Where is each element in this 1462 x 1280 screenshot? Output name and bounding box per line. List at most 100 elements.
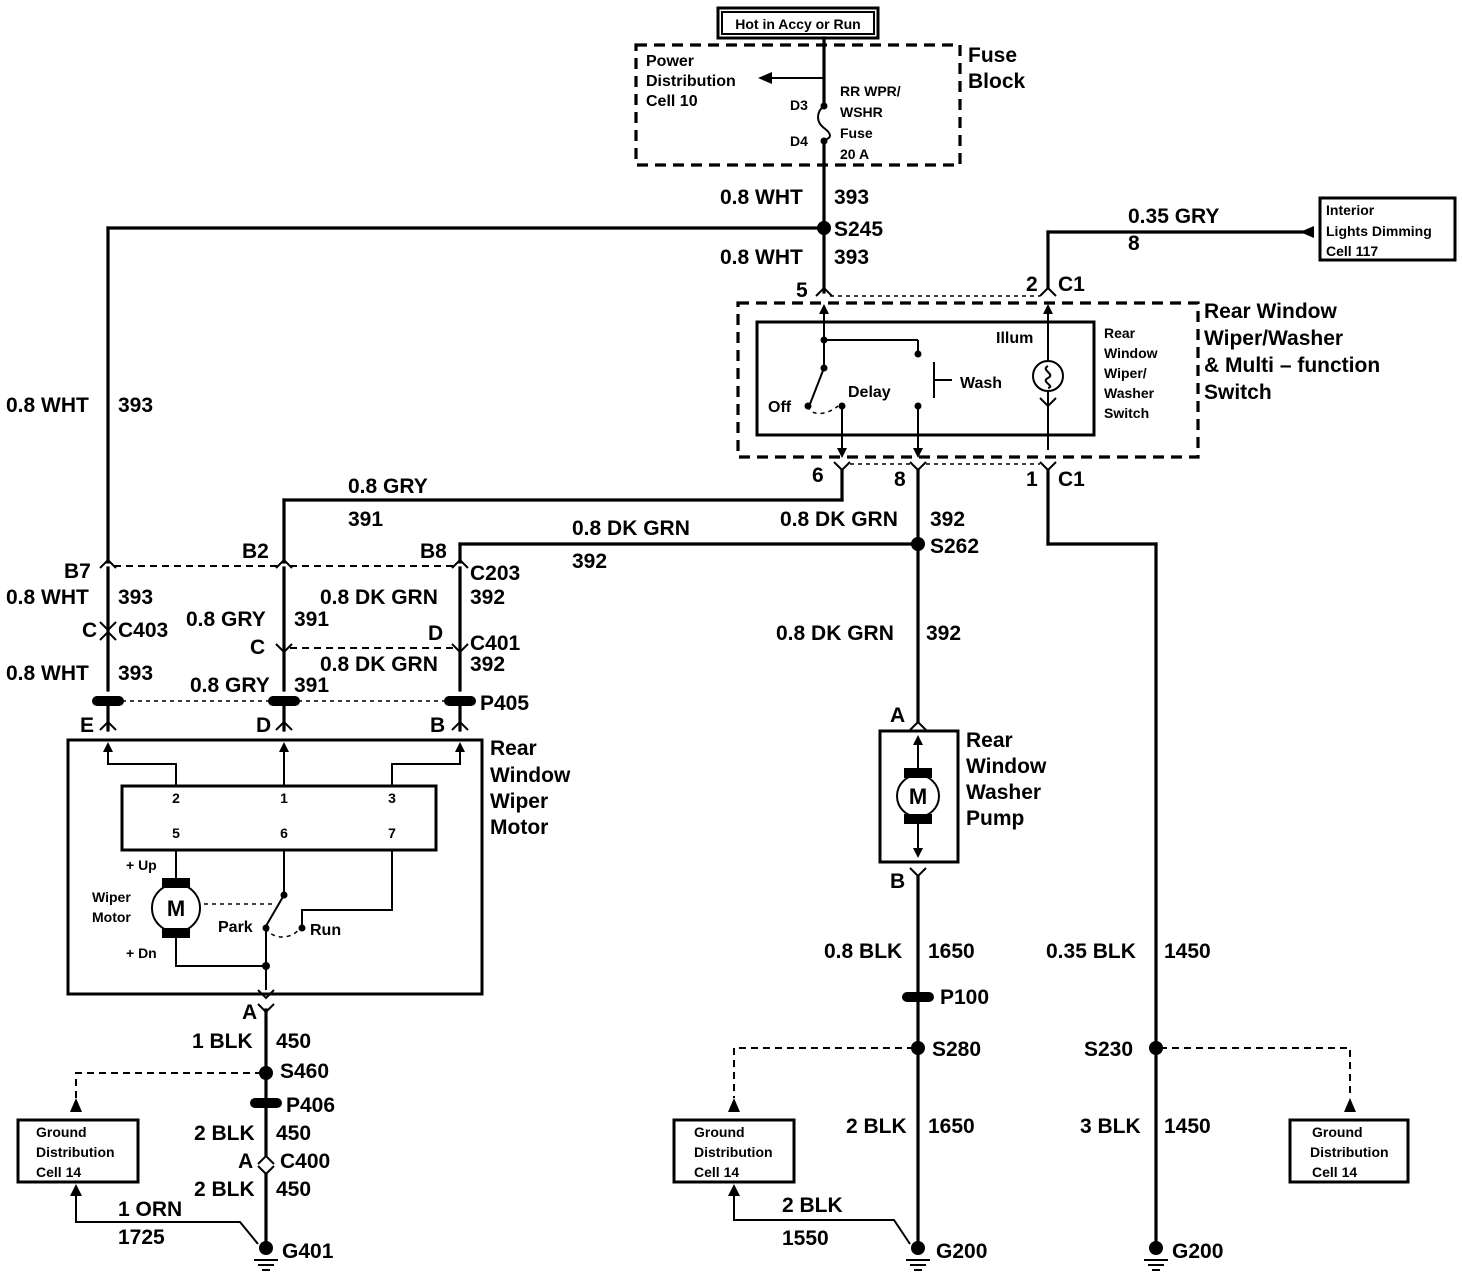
conn-c401-pin-d: D xyxy=(428,622,443,645)
wiper-motor-title-2: Window xyxy=(490,764,571,787)
pump-title-1: Rear xyxy=(966,729,1013,752)
wire-393-label-3: 393 xyxy=(118,394,153,417)
arrow-left-icon xyxy=(758,72,772,84)
wiper-conn-pin-a: A xyxy=(242,1001,257,1024)
ground-g200-right-icon xyxy=(1144,1241,1168,1271)
wiper-motor-assembly: Rear Window Wiper Motor 2 1 3 5 6 7 + Up… xyxy=(66,737,571,1000)
conn-c400: C400 xyxy=(280,1150,330,1173)
splice-s262: S262 xyxy=(930,535,979,558)
wire-blk2-label-4: 2 BLK xyxy=(782,1194,843,1217)
wire-1650-label-2: 1650 xyxy=(928,1115,975,1138)
splice-s230-dot xyxy=(1149,1041,1163,1055)
splice-s230: S230 xyxy=(1084,1038,1133,1061)
wiper-internal-pin-3: 3 xyxy=(388,790,396,806)
splice-s280-dot xyxy=(911,1041,925,1055)
conn-p100: P100 xyxy=(940,986,989,1009)
wiper-motor-label-2: Motor xyxy=(92,909,131,925)
conn-c403: C403 xyxy=(118,619,168,642)
switch-pin-8: 8 xyxy=(894,468,906,491)
fuse-name-3: Fuse xyxy=(840,125,873,141)
ground-g200-right: G200 xyxy=(1172,1240,1223,1263)
power-dist-3: Cell 10 xyxy=(646,93,698,110)
splice-s460: S460 xyxy=(280,1060,329,1083)
conn-p405-pin-d: D xyxy=(256,714,271,737)
wire-blk2-label-3: 2 BLK xyxy=(846,1115,907,1138)
ground-dist-center-3: Cell 14 xyxy=(694,1164,739,1180)
switch-inner-3: Wiper/ xyxy=(1104,365,1147,381)
conn-p405-pin-b: B xyxy=(430,714,445,737)
wire-1650-label-1: 1650 xyxy=(928,940,975,963)
wire-orn-label: 1 ORN xyxy=(118,1198,182,1221)
wire-1450-label-1: 1450 xyxy=(1164,940,1211,963)
wiper-motor-title-1: Rear xyxy=(490,737,537,760)
wire-blk08-label: 0.8 BLK xyxy=(824,940,902,963)
pump-motor-m: M xyxy=(909,784,927,809)
conn-b2: B2 xyxy=(242,540,269,563)
wire-391-label-3: 391 xyxy=(294,674,329,697)
fuse-icon xyxy=(817,105,831,141)
arrow-up-icon xyxy=(70,1098,82,1112)
wire-450-label-2: 450 xyxy=(276,1122,311,1145)
lamp-icon xyxy=(1032,360,1064,392)
switch-pin-5: 5 xyxy=(796,279,808,302)
wire-8-label: 8 xyxy=(1128,232,1140,255)
switch-title-2: Wiper/Washer xyxy=(1204,327,1343,350)
ground-g200-center-icon xyxy=(906,1241,930,1271)
source-label: Hot in Accy or Run xyxy=(735,16,861,32)
switch-title-4: Switch xyxy=(1204,381,1272,404)
wire-wht-label-4: 0.8 WHT xyxy=(6,586,89,609)
washer-pump-assembly: M Rear Window Washer Pump xyxy=(878,729,1047,864)
ground-dist-right-1: Ground xyxy=(1312,1124,1363,1140)
wire-gry08-label-1: 0.8 GRY xyxy=(348,475,428,498)
conn-c400-pin-a: A xyxy=(238,1150,253,1173)
wire-1725-label: 1725 xyxy=(118,1226,165,1249)
wire-wht-label-5: 0.8 WHT xyxy=(6,662,89,685)
arrow-up-icon xyxy=(1344,1098,1356,1112)
ground-dist-box-left: Ground Distribution Cell 14 xyxy=(16,1118,140,1184)
switch-illum-label: Illum xyxy=(996,330,1033,347)
switch-conn-c1-top: C1 xyxy=(1058,273,1085,296)
interior-lights-2: Lights Dimming xyxy=(1326,223,1432,239)
wire-393-label-5: 393 xyxy=(118,662,153,685)
wire-wht-label-3: 0.8 WHT xyxy=(6,394,89,417)
ground-dist-right-3: Cell 14 xyxy=(1312,1164,1357,1180)
wire-wht-label-1: 0.8 WHT xyxy=(720,186,803,209)
wiper-up-label: + Up xyxy=(126,857,157,873)
wire-gry08-label-2: 0.8 GRY xyxy=(186,608,266,631)
wiper-dn-label: + Dn xyxy=(126,945,157,961)
arrow-up-icon xyxy=(728,1098,740,1112)
wire-393-label-4: 393 xyxy=(118,586,153,609)
ground-g401: G401 xyxy=(282,1240,334,1263)
switch-pin-6: 6 xyxy=(812,464,824,487)
power-dist-1: Power xyxy=(646,53,694,70)
wire-1450-label-2: 1450 xyxy=(1164,1115,1211,1138)
wire-dkgrn-label-1: 0.8 DK GRN xyxy=(572,517,690,540)
wiper-motor-title-3: Wiper xyxy=(490,790,548,813)
fuse-name-2: WSHR xyxy=(840,104,883,120)
wire-dkgrn-label-2: 0.8 DK GRN xyxy=(780,508,898,531)
interior-lights-3: Cell 117 xyxy=(1326,243,1378,259)
switch-inner-1: Rear xyxy=(1104,325,1136,341)
switch-pin-2: 2 xyxy=(1026,273,1038,296)
wire-393-label-1: 393 xyxy=(834,186,869,209)
ground-g200-center: G200 xyxy=(936,1240,987,1263)
wire-392-label-3: 392 xyxy=(926,622,961,645)
conn-p405-pin-e: E xyxy=(80,714,94,737)
ground-dist-right-2: Distribution xyxy=(1310,1144,1389,1160)
park-switch-lever xyxy=(265,894,285,927)
power-dist-2: Distribution xyxy=(646,73,736,90)
fuse-block-title-1: Fuse xyxy=(968,44,1017,67)
conn-c401: C401 xyxy=(470,632,521,655)
wiper-internal-pin-2: 2 xyxy=(172,790,180,806)
fuse-rating: 20 A xyxy=(840,146,869,162)
conn-b8: B8 xyxy=(420,540,447,563)
wire-gry035-label: 0.35 GRY xyxy=(1128,205,1219,228)
wire-393-label-2: 393 xyxy=(834,246,869,269)
fuse-block: Fuse Block Power Distribution Cell 10 RR… xyxy=(634,43,1026,167)
wire-1550-label: 1550 xyxy=(782,1227,829,1250)
ground-dist-center-1: Ground xyxy=(694,1124,745,1140)
ground-dist-box-right: Ground Distribution Cell 14 xyxy=(1288,1118,1410,1184)
wiper-internal-pin-5: 5 xyxy=(172,825,180,841)
wiper-internal-pin-6: 6 xyxy=(280,825,288,841)
